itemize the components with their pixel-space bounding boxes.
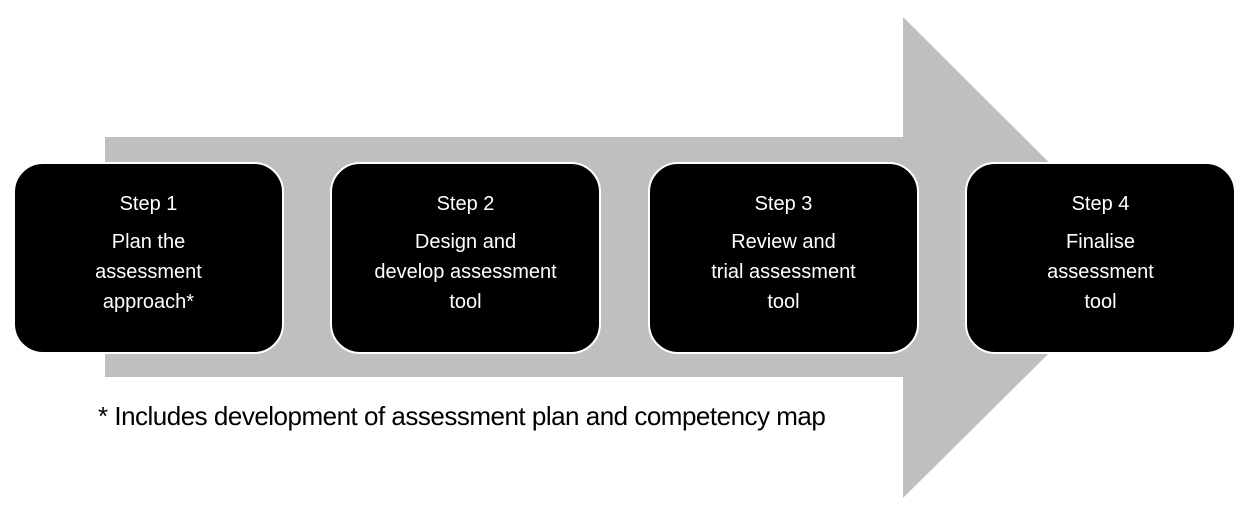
step-line: tool	[449, 291, 482, 313]
step-line: assessment	[95, 261, 202, 283]
step-line: trial assessment	[711, 261, 856, 283]
step-box-2: Step 2 Design and develop assessment too…	[330, 162, 601, 354]
step-box-3: Step 3 Review and trial assessment tool	[648, 162, 919, 354]
step-title: Step 2	[436, 193, 495, 215]
step-line: Finalise	[1066, 231, 1135, 253]
step-title: Step 4	[1071, 193, 1130, 215]
step-box-4: Step 4 Finalise assessment tool	[965, 162, 1236, 354]
step-box-1: Step 1 Plan the assessment approach*	[13, 162, 284, 354]
step-title: Step 1	[119, 193, 178, 215]
step-line: tool	[767, 291, 800, 313]
footnote: * Includes development of assessment pla…	[98, 401, 826, 431]
step-line: Plan the	[111, 231, 186, 253]
step-title: Step 3	[754, 193, 813, 215]
step-line: tool	[1084, 291, 1117, 313]
right-arrow-shape	[105, 17, 1145, 498]
step-line: assessment	[1047, 261, 1154, 283]
step-line: Review and	[731, 231, 836, 253]
step-line: Design and	[414, 231, 517, 253]
step-line: develop assessment	[374, 261, 557, 283]
step-line: approach*	[102, 291, 195, 313]
